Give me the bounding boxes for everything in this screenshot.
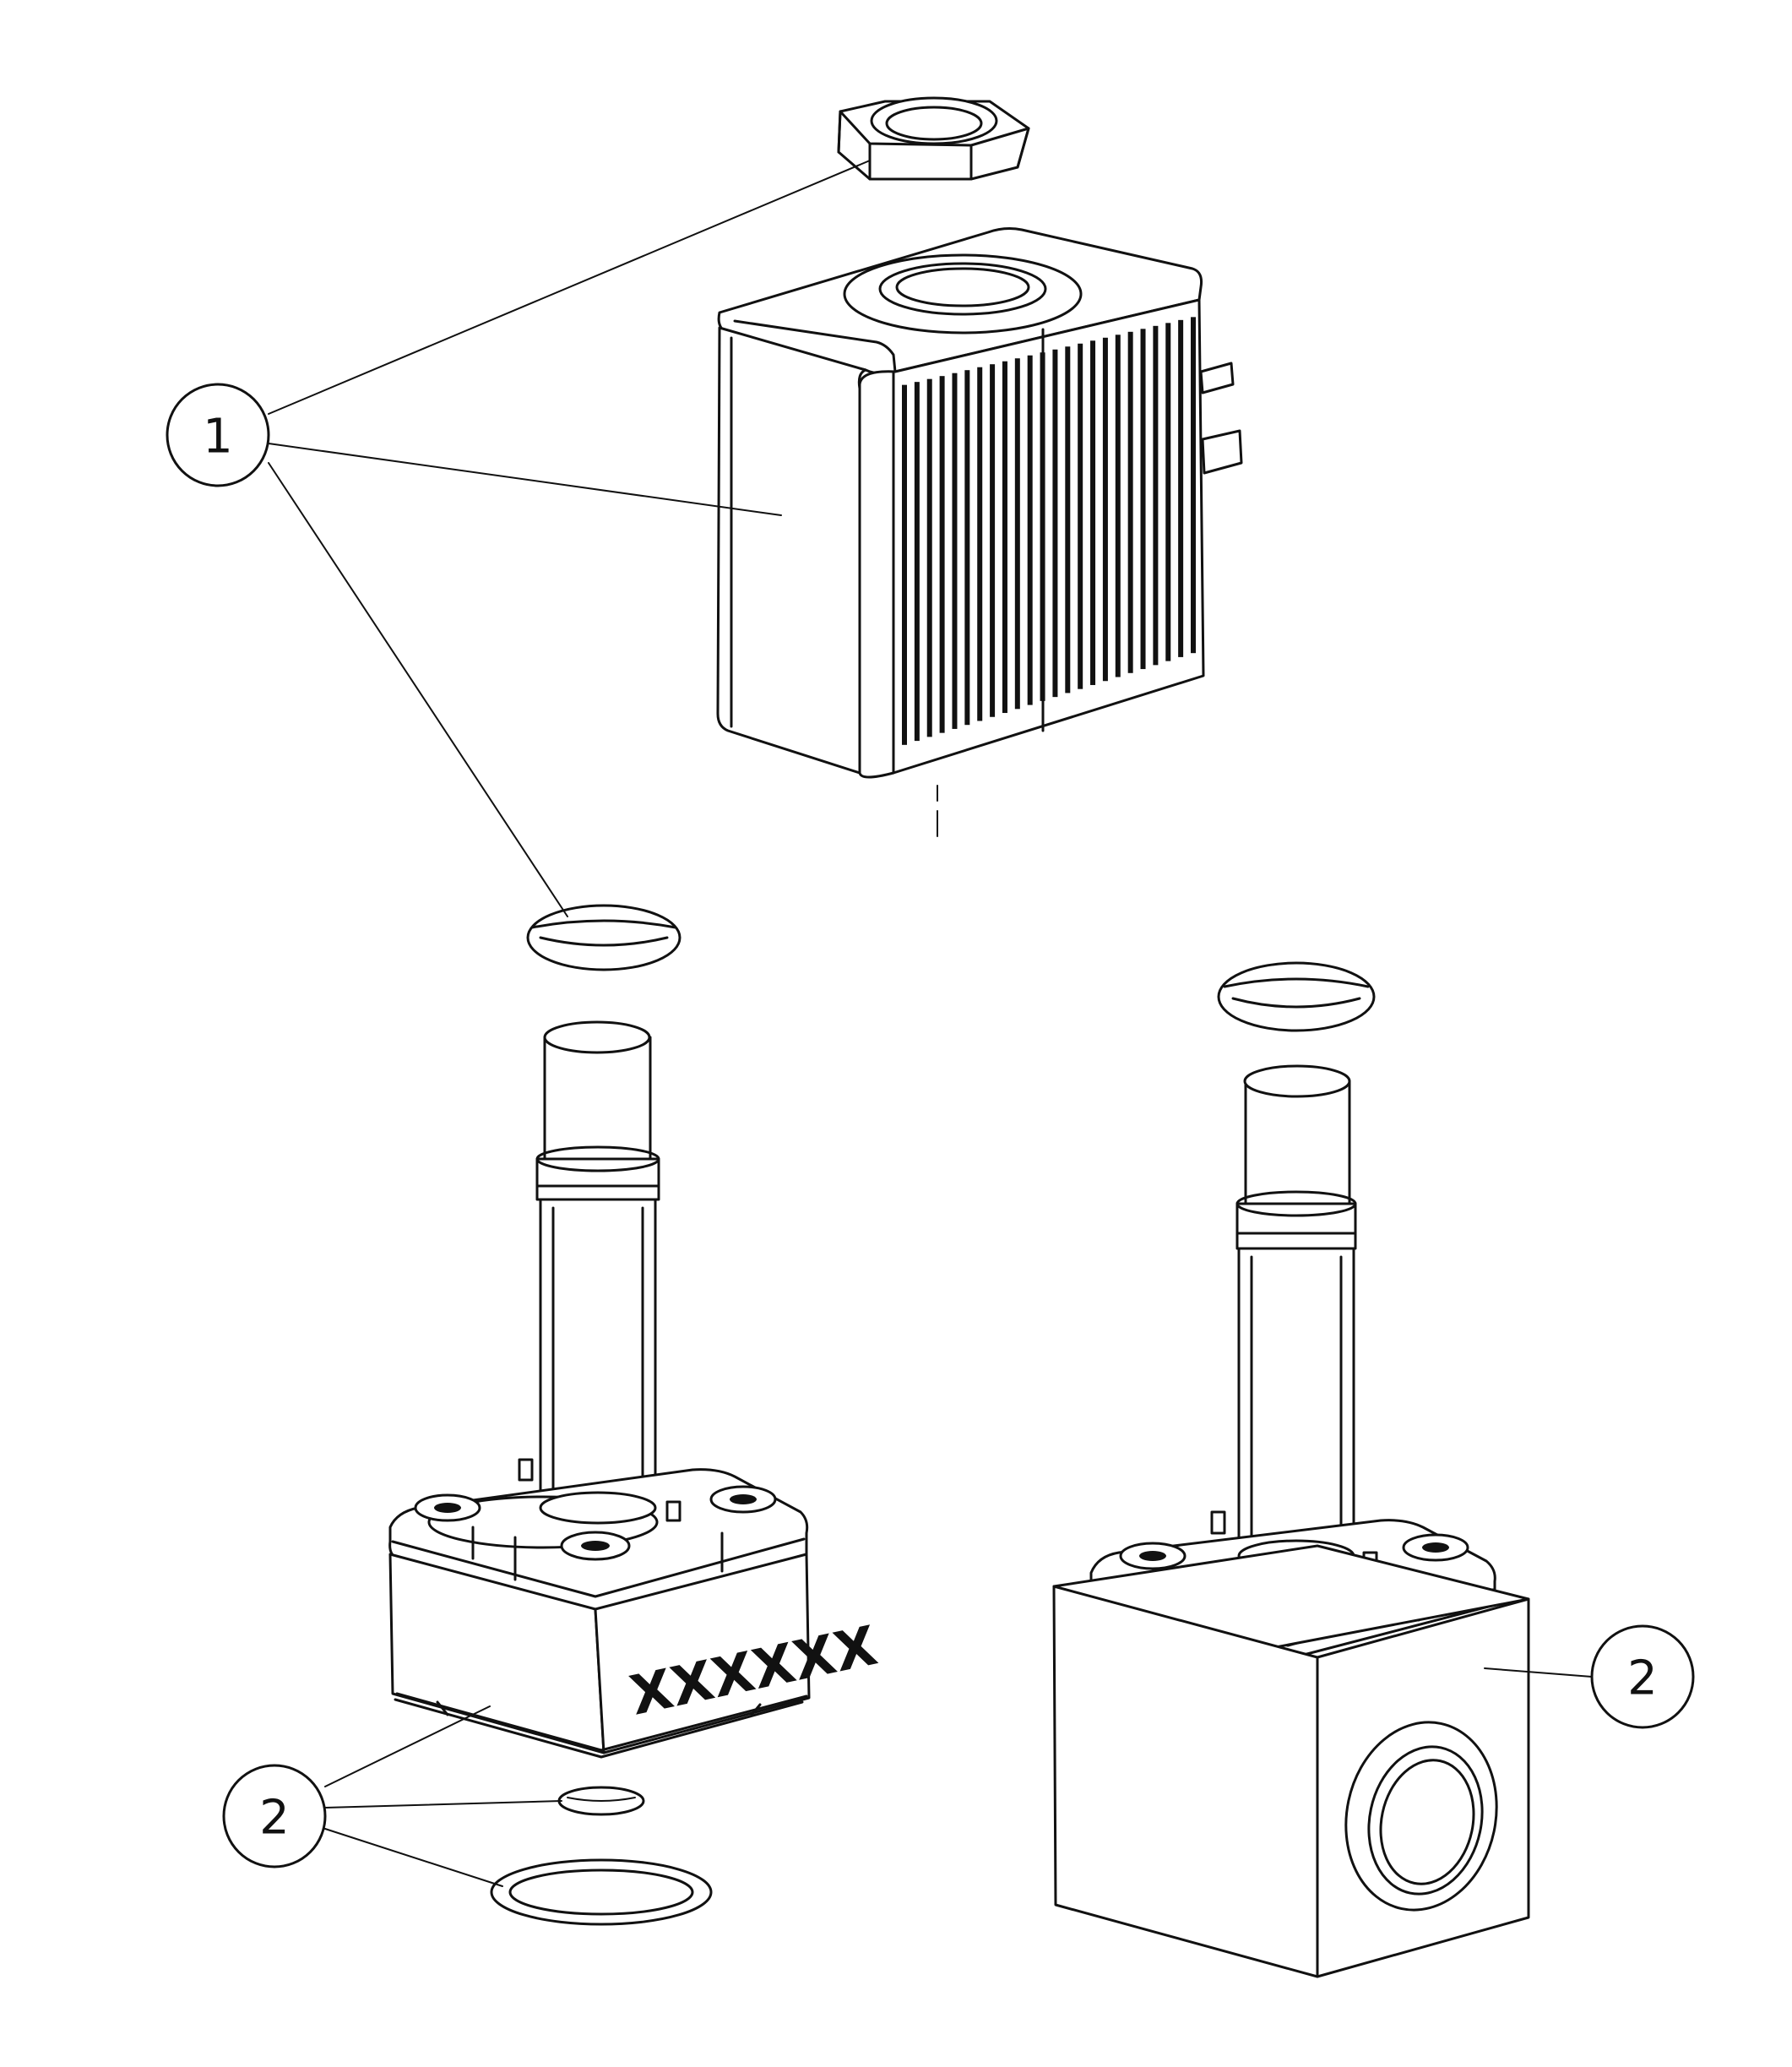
right-valve-assembly [1052,1064,1530,1978]
coil-fin [902,384,907,745]
coil-fin [1191,317,1196,654]
coil-fin [964,370,970,726]
coil-fin [1014,358,1020,710]
o-ring-upper-right [1217,961,1376,1032]
coil-fin [977,367,983,721]
coil-fin [1040,352,1045,701]
coil-fin [1090,340,1096,685]
coil-fin [1127,331,1133,673]
coil-fin [1165,323,1171,661]
balloon-valve-kit-left: 2 [222,1764,327,1868]
svg-text:2: 2 [259,1791,290,1846]
coil-fin [990,364,996,717]
svg-text:1: 1 [203,410,233,465]
coil-fin [1027,355,1033,705]
coil-fin [926,378,932,737]
leader-lines [268,160,1593,1887]
coil-fin [1052,349,1058,698]
coil-fin [1065,346,1071,694]
coil-fin [939,376,945,733]
o-ring-upper-left [526,904,682,971]
coil-fin [1140,329,1146,670]
coil-fin [914,382,920,742]
large-o-ring-lower [490,1858,713,1926]
hex-nut [837,96,1030,181]
coil-fin [1078,343,1083,689]
left-valve-assembly [388,1020,811,1759]
balloon-valve-kit-right: 2 [1590,1624,1695,1729]
coil-fin [1178,319,1184,657]
coil-fin [1115,335,1121,677]
coil-fin [952,373,958,729]
balloon-coil-kit: 1 [166,383,270,487]
coil-fin [1102,337,1108,682]
coil-fin [1153,325,1159,666]
svg-text:2: 2 [1627,1651,1658,1706]
coil-cooling-fins [902,317,1196,745]
coil-fin [1002,361,1007,714]
small-seal-ring [557,1786,645,1816]
